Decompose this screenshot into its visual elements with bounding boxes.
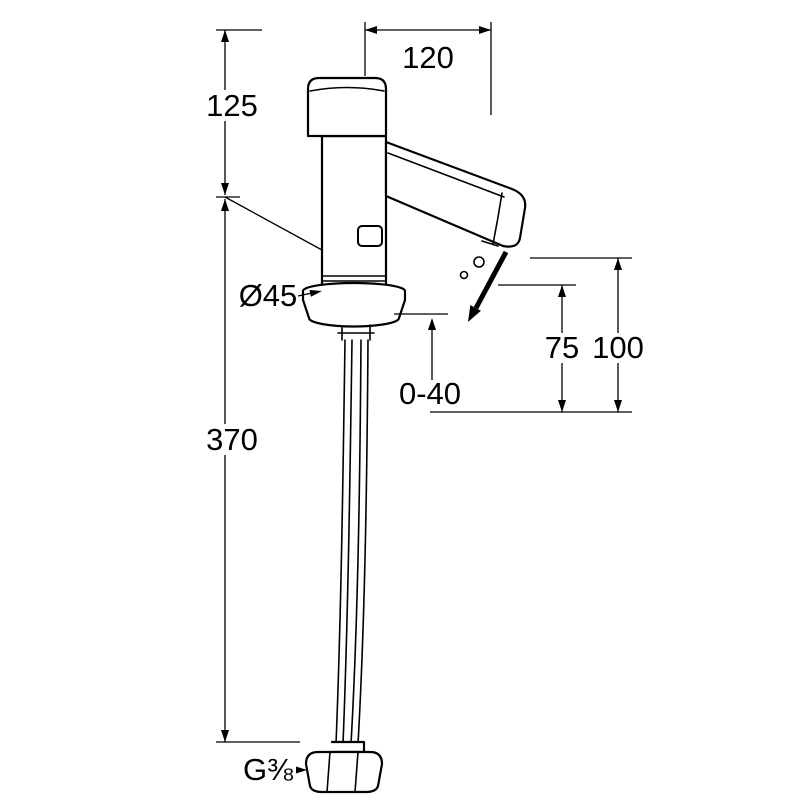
arrowhead-down [614, 400, 622, 412]
dimension-100: 100 [430, 257, 644, 413]
leader-arrowhead [296, 766, 307, 774]
arrowhead-up [558, 285, 566, 297]
cap-chamfer-line [309, 86, 385, 92]
hose-1-right [342, 339, 353, 745]
arrowhead-right [479, 26, 491, 34]
spout-shape [384, 140, 527, 248]
dimension-125: 125 [206, 29, 262, 198]
dimension-g38: G⅜ [243, 752, 307, 787]
water-drop-icon [459, 270, 469, 280]
sensor-window [357, 225, 383, 247]
leader-line [297, 292, 313, 297]
cap-shape [306, 76, 388, 138]
arrowhead-left [365, 26, 377, 34]
oblique-ext-line [224, 196, 323, 251]
aerator-line [481, 240, 499, 247]
arrowhead-up [428, 318, 436, 330]
dim-label-0-40: 0-40 [399, 376, 461, 411]
nut-facet-2 [354, 751, 359, 793]
hose-2-left [350, 339, 362, 745]
dimension-dia45: Ø45 [239, 278, 322, 313]
base-flange [301, 281, 407, 341]
faucet-spout [384, 140, 527, 248]
water-drop-icon [473, 256, 485, 268]
arrowhead-up [221, 30, 229, 42]
dim-label-75: 75 [545, 330, 579, 365]
spout-top-edge [387, 152, 505, 198]
water-flow-arrow-shaft [473, 250, 509, 310]
spout-end-edge [492, 192, 503, 245]
connection-nut [304, 740, 384, 794]
dimension-75: 75 [498, 284, 580, 412]
dim-label-125: 125 [206, 88, 258, 123]
dimension-0-40: 0-40 [394, 313, 461, 411]
hose-2-right [357, 339, 369, 745]
hose-1-left [335, 339, 346, 745]
faucet-body [320, 134, 388, 290]
water-flow [459, 250, 509, 322]
dim-label-120: 120 [402, 40, 454, 75]
arrowhead-down [221, 183, 229, 195]
dim-label-370: 370 [206, 422, 258, 457]
water-flow-arrow-head [468, 305, 481, 322]
nut-facet-1 [326, 751, 331, 793]
arrowhead-down [221, 730, 229, 742]
label-mask [203, 424, 261, 455]
body-column [320, 134, 388, 290]
arrowhead-down [558, 400, 566, 412]
faucet-cap [306, 76, 388, 138]
dimension-120: 120 [364, 22, 492, 115]
label-mask [594, 333, 644, 363]
label-mask [544, 333, 580, 363]
nut-collar [330, 740, 366, 754]
arrowhead-up [614, 258, 622, 270]
dim-label-100: 100 [592, 330, 644, 365]
nut-body [304, 750, 384, 794]
label-mask [206, 90, 258, 121]
dim-label-dia45: Ø45 [239, 278, 298, 313]
supply-hoses [335, 339, 369, 745]
arrowhead-up [221, 199, 229, 211]
thread-label-g38: G⅜ [243, 752, 293, 787]
base-cone [301, 298, 407, 328]
faucet-outline [301, 76, 527, 794]
leader-arrowhead [309, 290, 322, 297]
dimension-370: 370 [203, 196, 323, 743]
